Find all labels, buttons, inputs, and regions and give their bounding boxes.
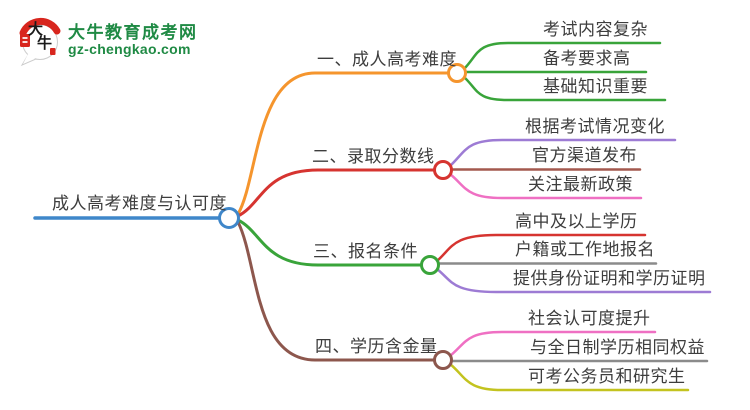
link-root-branch1 — [236, 71, 450, 216]
link-branch2-child1 — [448, 138, 677, 168]
branch3-node-toggle[interactable] — [420, 255, 440, 275]
site-logo[interactable]: 大 牛 大牛教育成考网 gz-chengkao.com — [12, 8, 252, 68]
link-branch1-child3 — [462, 75, 667, 102]
branch1-child1-label: 考试内容复杂 — [543, 20, 648, 39]
branch3-child2-label: 户籍或工作地报名 — [515, 240, 655, 259]
root-node-toggle[interactable] — [218, 207, 240, 229]
link-root-branch2 — [236, 168, 436, 218]
branch1-node-toggle[interactable] — [447, 63, 467, 83]
branch2-label: 二、录取分数线 — [312, 147, 435, 166]
branch2-node-toggle[interactable] — [433, 160, 453, 180]
link-branch1-child1 — [462, 41, 662, 71]
branch4-node-toggle[interactable] — [433, 350, 453, 370]
branch1-child3-label: 基础知识重要 — [543, 77, 648, 96]
branch3-label: 三、报名条件 — [313, 242, 418, 261]
branch2-child2-label: 官方渠道发布 — [532, 146, 637, 165]
logo-char-1: 大 — [28, 20, 44, 38]
logo-bubble-icon — [19, 17, 61, 67]
site-domain: gz-chengkao.com — [68, 41, 191, 57]
branch2-child3-label: 关注最新政策 — [528, 175, 633, 194]
branch1-label: 一、成人高考难度 — [317, 50, 457, 69]
branch1-child2-label: 备考要求高 — [543, 49, 631, 68]
link-branch3-child3 — [435, 267, 712, 294]
branch3-child1-label: 高中及以上学历 — [515, 212, 638, 231]
branch2-child1-label: 根据考试情况变化 — [525, 117, 665, 136]
link-root-branch4 — [236, 220, 436, 362]
link-branch4-child1 — [448, 330, 657, 358]
branch4-child3-label: 可考公务员和研究生 — [528, 367, 686, 386]
branch3-child3-label: 提供身份证明和学历证明 — [513, 269, 706, 288]
root-node-label: 成人高考难度与认可度 — [52, 194, 227, 213]
logo-char-2: 牛 — [37, 34, 53, 52]
link-branch2-child3 — [448, 172, 643, 200]
branch4-child2-label: 与全日制学历相同权益 — [530, 338, 705, 357]
site-name: 大牛教育成考网 — [68, 23, 198, 42]
branch4-label: 四、学历含金量 — [315, 337, 438, 356]
link-root-branch3 — [236, 218, 423, 267]
branch4-child1-label: 社会认可度提升 — [528, 309, 651, 328]
link-branch3-child1 — [435, 233, 647, 263]
link-branch4-child3 — [448, 362, 690, 392]
